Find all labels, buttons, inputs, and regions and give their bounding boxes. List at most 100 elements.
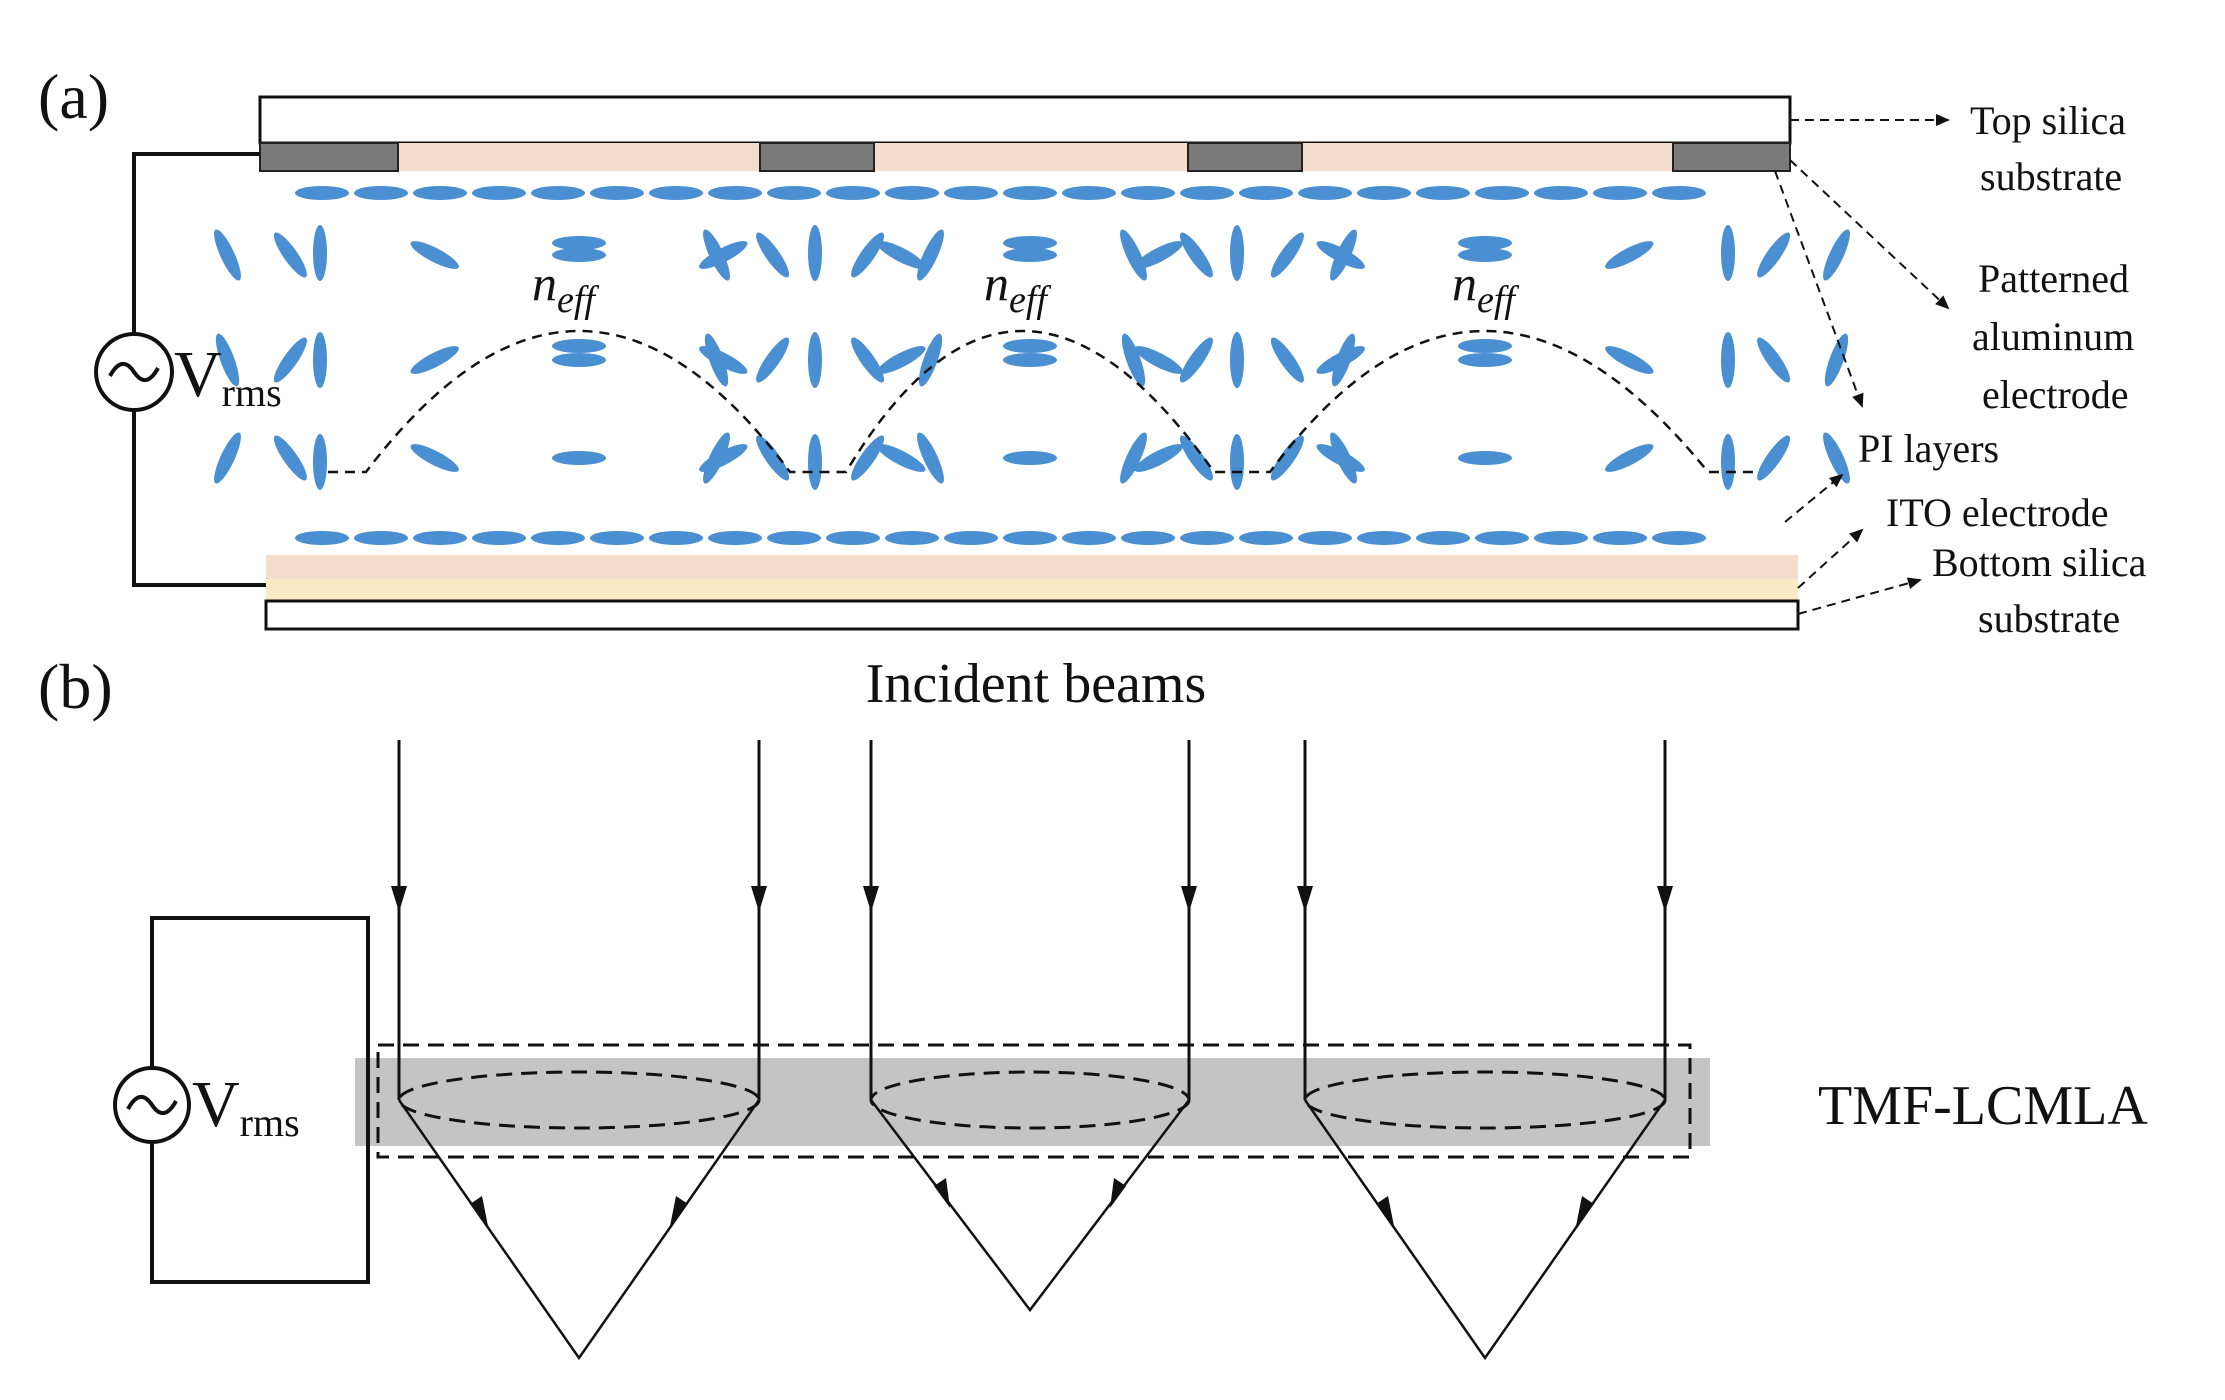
lc-molecule <box>917 432 944 484</box>
lc-molecule <box>354 186 408 200</box>
lc-molecule <box>1823 229 1850 281</box>
lc-molecule <box>1230 434 1244 490</box>
lc-molecule <box>1003 531 1057 545</box>
neff-profile <box>328 329 1758 474</box>
lc-molecule <box>756 337 790 383</box>
lc-molecule <box>851 232 885 278</box>
label-top-silica-2: substrate <box>1980 154 2122 199</box>
lc-molecule <box>1003 451 1057 465</box>
ray-arrowhead <box>470 1196 488 1226</box>
lc-molecule <box>295 186 349 200</box>
label-patterned-3: electrode <box>1982 372 2129 417</box>
lc-molecule <box>1757 337 1791 383</box>
lc-molecule <box>808 225 822 281</box>
lc-molecule <box>552 248 606 262</box>
lc-molecule <box>708 186 762 200</box>
ray-arrowhead <box>863 886 879 912</box>
lc-molecule <box>703 229 730 281</box>
lc-molecule <box>1180 531 1234 545</box>
lc-molecule <box>1239 186 1293 200</box>
lc-molecule <box>214 432 241 484</box>
lc-molecule <box>1134 346 1183 374</box>
lc-molecule <box>1121 333 1146 387</box>
label-patterned-1: Patterned <box>1978 256 2129 301</box>
lc-molecule <box>1458 236 1512 250</box>
ray-arrowhead <box>1181 886 1197 912</box>
incident-arrowheads <box>391 886 1673 912</box>
lc-molecule <box>1121 186 1175 200</box>
lc-molecule <box>1003 186 1057 200</box>
label-bottom-silica-1: Bottom silica <box>1932 540 2147 585</box>
lc-molecule <box>1721 332 1735 388</box>
lc-molecule <box>273 232 307 278</box>
lc-molecule <box>1534 186 1588 200</box>
lc-molecule <box>944 531 998 545</box>
lc-molecule <box>410 241 459 269</box>
lc-molecule <box>1120 432 1147 484</box>
ray-arrowhead <box>751 886 767 912</box>
top-silica-substrate <box>258 95 1792 145</box>
lc-molecule <box>313 225 327 281</box>
lc-molecule <box>1605 346 1654 374</box>
ito-electrode-layer <box>266 579 1798 601</box>
lc-molecule <box>552 236 606 250</box>
lc-molecule <box>215 333 240 387</box>
lc-molecule <box>1416 186 1470 200</box>
lc-molecule <box>1357 186 1411 200</box>
lc-molecule <box>1230 225 1244 281</box>
lc-molecule <box>531 531 585 545</box>
lc-molecule <box>1239 531 1293 545</box>
lc-molecule <box>1270 435 1304 481</box>
bottom-silica-substrate <box>264 599 1800 631</box>
lc-molecule <box>1179 337 1213 383</box>
lc-molecule <box>1605 241 1654 269</box>
lc-molecule <box>214 229 241 281</box>
lc-molecule <box>552 451 606 465</box>
lc-molecule <box>1179 232 1213 278</box>
lc-molecule <box>1652 531 1706 545</box>
ray-arrowhead <box>1376 1196 1394 1226</box>
leader-pi-top <box>1774 170 1864 408</box>
lc-molecule <box>767 186 821 200</box>
lc-molecule <box>1003 339 1057 353</box>
lc-molecule <box>1357 531 1411 545</box>
lc-molecule <box>1230 332 1244 388</box>
lc-molecule <box>1757 232 1791 278</box>
ray-arrowhead <box>934 1178 950 1208</box>
lc-molecule <box>1298 186 1352 200</box>
label-pi-layers: PI layers <box>1858 426 1999 471</box>
lc-molecules <box>214 186 1850 545</box>
lc-molecule <box>1298 531 1352 545</box>
lc-molecule <box>1180 186 1234 200</box>
vrms-label-b: Vrms <box>192 1068 300 1145</box>
lc-molecule <box>808 434 822 490</box>
lc-molecule <box>1824 333 1849 387</box>
lc-molecule <box>413 531 467 545</box>
lc-molecule <box>1003 248 1057 262</box>
lc-molecule <box>1003 236 1057 250</box>
lc-molecule <box>313 332 327 388</box>
lc-molecule <box>1316 241 1365 269</box>
ray-arrowhead <box>391 886 407 912</box>
panel-a: (a) neff neff neff Vrms <box>38 61 2147 641</box>
lc-molecule <box>1475 186 1529 200</box>
lc-molecule <box>1721 225 1735 281</box>
lc-molecule <box>273 435 307 481</box>
neff-label: neff <box>1452 255 1519 321</box>
leader-pi-bottom <box>1784 473 1844 523</box>
leader-aluminum <box>1789 159 1950 310</box>
incident-rays <box>397 740 1667 1100</box>
lc-molecule <box>1003 353 1057 367</box>
aluminum-electrodes <box>259 142 1791 172</box>
incident-beams-label: Incident beams <box>866 653 1207 715</box>
lc-molecule <box>885 531 939 545</box>
label-patterned-2: aluminum <box>1972 314 2134 359</box>
ray-arrowhead <box>1297 886 1313 912</box>
panel-b: (b) Incident beams <box>38 651 2148 1361</box>
focused-ray <box>397 1099 761 1361</box>
vrms-label-a: Vrms <box>174 338 282 415</box>
lc-molecule <box>1458 248 1512 262</box>
label-ito: ITO electrode <box>1886 490 2108 535</box>
lc-molecule <box>756 435 790 481</box>
